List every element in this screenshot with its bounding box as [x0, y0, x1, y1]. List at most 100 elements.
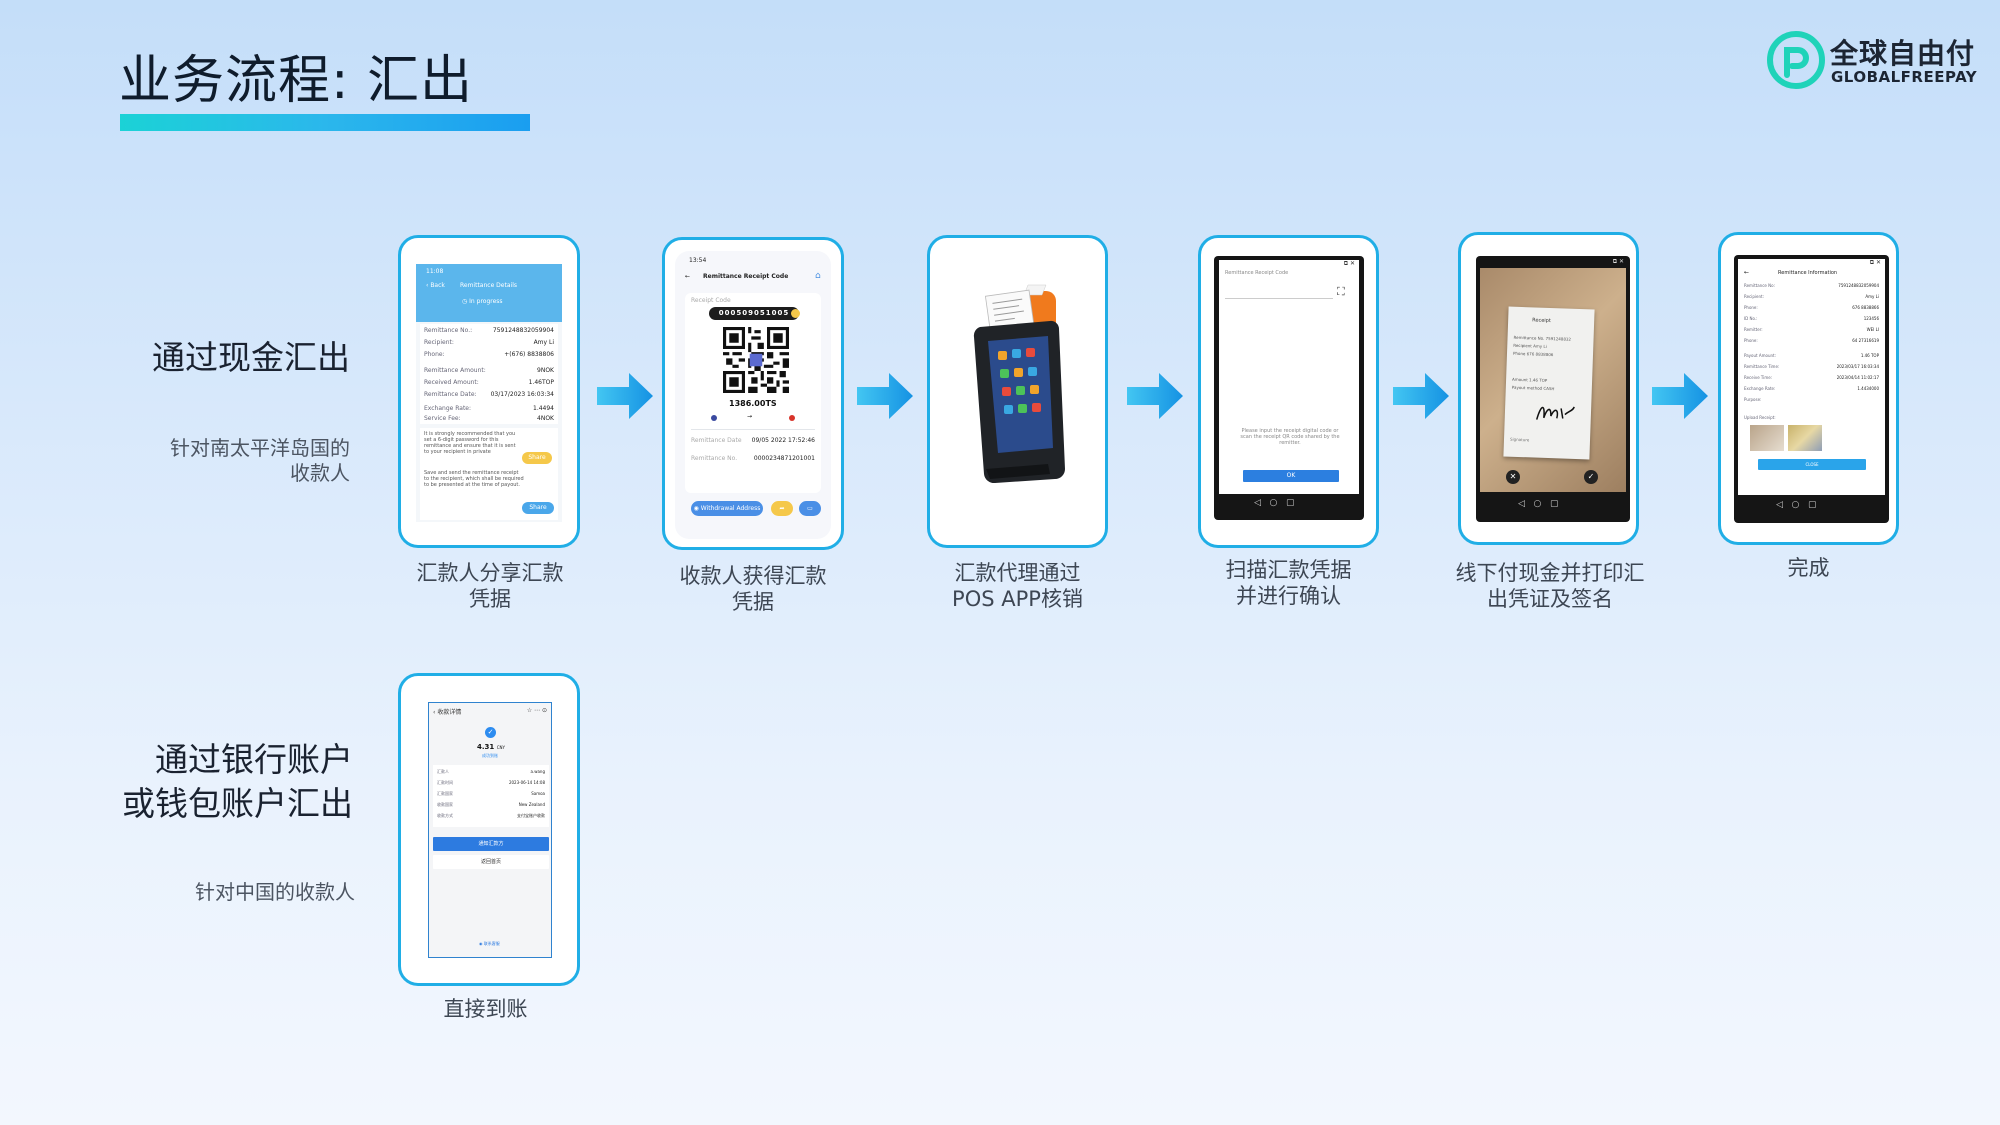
back-arrow-icon[interactable]: ←: [685, 273, 691, 280]
cancel-icon[interactable]: ✕: [1506, 470, 1520, 484]
row-label: ID No.:: [1744, 316, 1758, 321]
received-amount: 4.31 CNY: [477, 743, 505, 751]
status-time: 11:08: [426, 268, 444, 275]
caption-line: 出凭证及签名: [1487, 587, 1613, 611]
back-arrow-icon[interactable]: ←: [1744, 269, 1750, 276]
step-4-caption: 扫描汇款凭据 并进行确认: [1198, 557, 1379, 609]
caption-line: 扫描汇款凭据: [1225, 558, 1352, 582]
row-value: 0000234871201001: [753, 455, 815, 462]
receipt-code-card: Receipt Code 000509051005 1386.00TS → Re…: [685, 293, 821, 493]
info-screen: ⧉ ✕ ← Remittance Information Remittance …: [1738, 259, 1885, 495]
row-label: Recipient:: [1744, 294, 1764, 299]
row-label: Phone:: [1744, 338, 1758, 343]
camera-preview: Receipt Remittance No. 7591248832 Recipi…: [1480, 268, 1626, 492]
window-controls-icon[interactable]: ⧉ ✕: [1343, 260, 1355, 267]
save-icon[interactable]: ▭: [799, 501, 821, 516]
pos-terminal-icon: [973, 284, 1065, 484]
step-5-caption: 线下付现金并打印汇 出凭证及签名: [1432, 560, 1668, 612]
flow-arrow-icon: [1127, 373, 1183, 419]
row-value: 64 27316619: [1852, 338, 1879, 343]
home-icon[interactable]: ⌂: [815, 271, 821, 281]
window-controls-icon[interactable]: ⧉ ✕: [1869, 259, 1881, 266]
android-nav-icon[interactable]: ◁ ○ ▢: [1776, 500, 1817, 510]
window-controls-icon[interactable]: ⧉ ✕: [1612, 258, 1624, 265]
brand-logo: 全球自由付 GLOBALFREEPAY: [1766, 30, 1986, 94]
back-label: Back: [430, 282, 445, 289]
section-cash-title: 通过现金汇出: [152, 338, 350, 377]
footer-label: 联系客服: [483, 941, 500, 946]
step-3-card: [927, 235, 1108, 548]
receipt-line: Payout method CASH: [1511, 384, 1555, 392]
code-input[interactable]: [1225, 298, 1333, 299]
row-value: 676 8838866: [1852, 305, 1879, 310]
notes-panel: It is strongly recommended that you set …: [420, 428, 558, 520]
section-bank-title: 通过银行账户 或钱包账户汇出: [122, 738, 353, 826]
receipt-code-badge: 000509051005: [709, 307, 799, 320]
amount-value: 4.31: [477, 743, 495, 751]
title-underline-bar: [120, 114, 530, 131]
more-options-icon[interactable]: ☆ ⋯ ⊙: [526, 707, 547, 714]
row-value: 1.4434000: [1857, 386, 1879, 391]
status-in-progress: ◷ In progress: [462, 298, 503, 305]
receipt-line: Recipient Amy Li: [1513, 342, 1547, 349]
row-label: 收款方式: [437, 813, 453, 818]
row-label: Received Amount:: [424, 379, 479, 386]
row-value: WEI LI: [1866, 327, 1879, 332]
customer-service-link[interactable]: ◉ 联系客服: [479, 941, 500, 946]
page-title: 业务流程: 汇出: [119, 51, 474, 111]
row-value: 7591248832059904: [1838, 283, 1879, 288]
uploaded-photo-thumbnail[interactable]: [1788, 425, 1822, 451]
success-check-icon: ✓: [485, 727, 496, 738]
scan-qr-icon[interactable]: ⛶: [1337, 285, 1345, 298]
share-icon[interactable]: ➦: [771, 501, 793, 516]
back-link[interactable]: ‹ Back: [426, 282, 445, 289]
confirm-check-icon[interactable]: ✓: [1584, 470, 1598, 484]
withdrawal-address-button[interactable]: ◉ Withdrawal Address: [691, 501, 763, 516]
back-link[interactable]: ‹ 收款详情: [433, 709, 462, 716]
step-2-phone-screen: 13:54 ← Remittance Receipt Code ⌂ Receip…: [675, 251, 831, 539]
close-button[interactable]: CLOSE: [1758, 459, 1866, 470]
caption-line: 汇款人分享汇款: [416, 561, 564, 585]
row-value: a.wang: [530, 769, 545, 774]
share-receipt-button[interactable]: Share: [522, 502, 554, 514]
qr-code-icon: [723, 327, 789, 393]
row-label: Payout Amount:: [1744, 353, 1776, 358]
row-value: Amy Li: [533, 339, 554, 346]
receipt-line: Signature: [1509, 436, 1530, 443]
status-label: 成功到账: [482, 753, 498, 758]
step-4-device-screen: ⧉ ✕ Remittance Receipt Code ⛶ Please inp…: [1214, 256, 1364, 520]
receipt-title: Receipt: [1532, 317, 1551, 325]
row-label: Phone:: [424, 351, 445, 358]
row-label: Remittance No:: [1744, 283, 1775, 288]
row-label: Remittance Date:: [424, 391, 477, 398]
ok-button[interactable]: OK: [1243, 470, 1339, 482]
android-nav-icon[interactable]: ◁ ○ ▢: [1518, 499, 1559, 509]
section-cash-subtitle: 针对南太平洋岛国的 收款人: [170, 436, 350, 486]
uploaded-receipt-thumbnail[interactable]: [1750, 425, 1784, 451]
logo-english-name: GLOBALFREEPAY: [1831, 68, 1978, 86]
caption-line: 线下付现金并打印汇: [1455, 561, 1645, 585]
row-value: 2023-06-14 14:08: [508, 780, 545, 785]
row-value: 1.46 TOP: [1860, 353, 1879, 358]
step-6-device-screen: ⧉ ✕ ← Remittance Information Remittance …: [1734, 255, 1889, 523]
row-value: Amy Li: [1865, 294, 1879, 299]
caption-line: 凭据: [469, 587, 511, 611]
notify-remitter-button[interactable]: 通知汇款方: [433, 837, 549, 851]
flow-arrow-icon: [1393, 373, 1449, 419]
share-password-button[interactable]: Share: [522, 452, 552, 464]
caption-line: POS APP核销: [952, 587, 1083, 611]
android-nav-icon[interactable]: ◁ ○ ▢: [1254, 498, 1295, 508]
direct-card: ‹ 收款详情 ☆ ⋯ ⊙ ✓ 4.31 CNY 成功到账 汇款人 a.wang …: [398, 673, 580, 986]
row-value: 1.46TOP: [528, 379, 554, 386]
note-receipt: Save and send the remittance receipt to …: [424, 470, 524, 488]
receipt-code-label: Receipt Code: [691, 297, 731, 304]
caption-line: 完成: [1787, 556, 1830, 580]
row-label: 收款国家: [437, 802, 453, 807]
row-label: Receive Time:: [1744, 375, 1773, 380]
step-5-card: ⧉ ✕ Receipt Remittance No. 7591248832 Re…: [1458, 232, 1639, 545]
back-home-button[interactable]: 返回首页: [433, 855, 549, 869]
scan-screen: ⧉ ✕ Remittance Receipt Code ⛶ Please inp…: [1219, 260, 1359, 494]
row-label: 汇款人: [437, 769, 449, 774]
logo-chinese-name: 全球自由付: [1830, 37, 1976, 70]
row-value: +(676) 8838806: [504, 351, 554, 358]
